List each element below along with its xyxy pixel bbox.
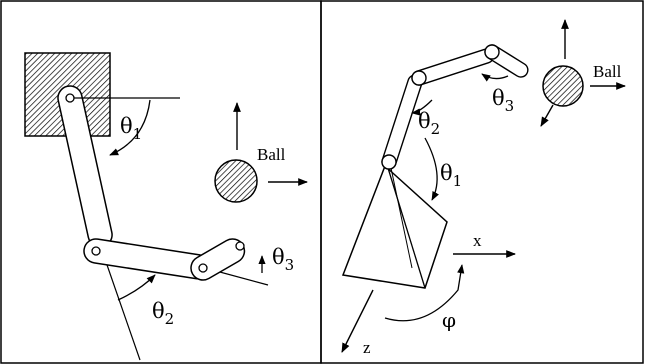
theta2-label: θ2 — [152, 299, 174, 328]
ball-label: Ball — [257, 145, 286, 164]
pyramid-edge — [387, 167, 426, 289]
right-panel: θ1 θ2 θ3 Ball x z φ — [341, 19, 626, 357]
phi-arc — [384, 264, 465, 322]
subscript: 1 — [133, 125, 143, 143]
ball-3d — [542, 65, 584, 107]
theta2-arc — [117, 274, 156, 301]
ball-diagonal-arrow-3d — [540, 104, 554, 127]
theta3-arc-3d — [481, 73, 509, 82]
shoulder-joint — [65, 93, 75, 103]
subscript: 3 — [505, 97, 515, 115]
theta1-arc-3d — [424, 137, 440, 201]
subscript: 3 — [285, 256, 295, 274]
theta2-label-3d: θ2 — [418, 109, 440, 138]
subscript: 1 — [453, 172, 463, 190]
theta3-label: θ3 — [272, 245, 294, 274]
tip-joint — [235, 241, 245, 251]
ball-label-3d: Ball — [593, 62, 622, 81]
subscript: 2 — [431, 120, 441, 138]
theta1-label: θ1 — [120, 114, 142, 143]
theta2-arc-3d — [411, 99, 433, 116]
x-axis-label: x — [473, 231, 482, 250]
wrist-joint — [198, 263, 208, 273]
z-axis-label: z — [363, 338, 371, 357]
theta1-label-3d: θ1 — [440, 161, 462, 190]
wrist-joint-3d — [484, 44, 500, 60]
pyramid-inner-edge — [390, 167, 413, 269]
theta2-reference-line — [105, 261, 141, 361]
elbow-joint-3d — [411, 70, 427, 86]
theta3-label-3d: θ3 — [492, 86, 514, 115]
base-joint — [381, 154, 397, 170]
z-axis-arrow — [341, 289, 374, 353]
theta1-arc — [109, 99, 151, 156]
phi-label: φ — [442, 308, 456, 332]
subscript: 2 — [165, 310, 175, 328]
ball — [214, 159, 258, 203]
left-panel: θ1 θ2 θ3 Ball — [24, 52, 308, 361]
elbow-joint — [91, 246, 101, 256]
right-panel-frame — [320, 0, 644, 364]
pyramid-base — [341, 164, 448, 289]
